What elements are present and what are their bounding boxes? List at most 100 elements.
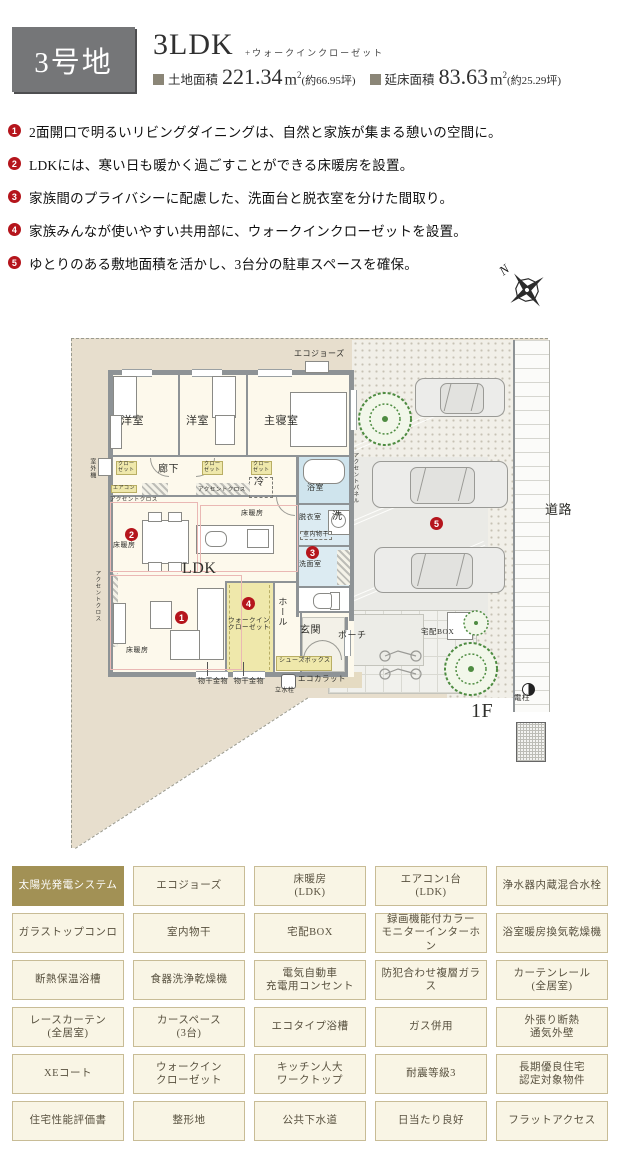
land-area-square-icon xyxy=(153,74,164,85)
wall-genkan-left xyxy=(300,613,302,672)
plan-label: 立水栓 xyxy=(275,688,295,694)
sofa-back xyxy=(197,588,224,660)
plot-number: 3号地 xyxy=(34,46,113,79)
wall-bottom xyxy=(108,672,348,677)
ecojoze-unit xyxy=(305,361,329,373)
plan-number-badge: 1 xyxy=(175,611,188,624)
land-area-label: 土地面積 xyxy=(168,73,219,87)
wall-top xyxy=(108,370,354,375)
plan-label: 物干金物 xyxy=(234,677,264,685)
feature-number-badge: 2 xyxy=(8,157,21,170)
plan-label: 洋室 xyxy=(121,415,144,427)
floor-heating-zone xyxy=(110,502,198,572)
feature-text: 家族みんなが使いやすい共用部に、ウォークインクローゼットを設置。 xyxy=(29,223,467,239)
area-line: 土地面積 221.34 m2 (約66.95坪) 延床面積 83.63 m2 (… xyxy=(153,64,561,90)
chair xyxy=(148,512,162,522)
feature-tag: エコジョーズ xyxy=(133,866,245,906)
feature-tag: ガラストップコンロ xyxy=(12,913,124,953)
compass-icon xyxy=(510,273,544,307)
feature-text: 2面開口で明るいリビングダイニングは、自然と家族が集まる憩いの空間に。 xyxy=(29,124,502,140)
bed-single xyxy=(113,376,137,418)
plan-label: 室内物干 xyxy=(300,531,333,540)
plan-number-badge: 3 xyxy=(306,546,319,559)
floor-area-value: 83.63 xyxy=(438,64,489,89)
plan-label: ポーチ xyxy=(338,630,367,640)
feature-tag: ガス併用 xyxy=(375,1007,487,1047)
water-tap xyxy=(281,674,296,689)
plan-label: アクセントパネル xyxy=(352,452,359,504)
plan-label: 主寝室 xyxy=(264,415,299,427)
kitchen-sink xyxy=(205,531,227,547)
feature-tag: カースペース (3台) xyxy=(133,1007,245,1047)
plan-suffix: +ウォークインクローゼット xyxy=(245,48,385,58)
wall-bath2 xyxy=(298,545,352,547)
pole-base-hatch xyxy=(516,722,546,762)
floor-heating-zone xyxy=(110,575,242,670)
laundry-hook-mark xyxy=(243,662,244,676)
feature-number-badge: 1 xyxy=(8,124,21,137)
feature-tag: 太陽光発電システム xyxy=(12,866,124,906)
desk xyxy=(110,415,122,449)
feature-number-badge: 3 xyxy=(8,190,21,203)
feature-tag: カーテンレール (全居室) xyxy=(496,960,608,1000)
plan-label: 玄関 xyxy=(300,625,321,636)
wall-wic-right xyxy=(273,581,275,672)
wall-wc-bottom xyxy=(298,611,352,613)
floor-heating-zone xyxy=(200,505,298,572)
vanity-counter xyxy=(337,550,350,585)
bed-double xyxy=(290,392,347,447)
plan-label: アクセントクロス xyxy=(94,570,101,622)
land-area-tsubo: (約66.95坪) xyxy=(301,75,356,87)
feature-tag: 日当たり良好 xyxy=(375,1101,487,1141)
wall-wic-left xyxy=(225,581,227,672)
plan-label: 宅配BOX xyxy=(421,627,455,636)
feature-tag: 長期優良住宅 認定対象物件 xyxy=(496,1054,608,1094)
feature-tag: 整形地 xyxy=(133,1101,245,1141)
wic-shelf xyxy=(229,585,230,670)
plan-label: 電柱 xyxy=(514,693,530,702)
feature-number-badge: 4 xyxy=(8,223,21,236)
wall-bath1 xyxy=(298,503,352,505)
plan-label: 床暖房 xyxy=(113,541,136,549)
feature-item: 4 家族みんなが使いやすい共用部に、ウォークインクローゼットを設置。 xyxy=(8,213,616,246)
dining-table xyxy=(142,520,189,564)
feature-tag: エアコン1台 (LDK) xyxy=(375,866,487,906)
feature-number-badge: 5 xyxy=(8,256,21,269)
window xyxy=(196,671,228,679)
accent-cloth-strip xyxy=(142,483,168,495)
plan-label: アクセントクロス xyxy=(198,487,246,493)
feature-tag: レースカーテン (全居室) xyxy=(12,1007,124,1047)
stove xyxy=(247,529,269,548)
site-plan: N 洋室洋室主寝室廊下冷浴室脱衣室洗室内物干洗面室ホール玄関ポーチシューズボック… xyxy=(71,261,572,849)
feature-tag: 防犯合わせ複層ガラス xyxy=(375,960,487,1000)
bed-single xyxy=(212,376,236,418)
tree-icon-small xyxy=(463,610,489,636)
feature-tag: 床暖房 (LDK) xyxy=(254,866,366,906)
window xyxy=(122,369,152,377)
tree-icon xyxy=(358,392,412,446)
car xyxy=(415,378,505,417)
car xyxy=(374,547,505,593)
utility-pole-icon xyxy=(522,683,535,696)
plan-label: クロー ゼット xyxy=(251,461,272,475)
washer-drum xyxy=(331,513,346,528)
plan-label: 洋室 xyxy=(186,415,209,427)
feature-tag: 室内物干 xyxy=(133,913,245,953)
plot-border-top xyxy=(71,338,548,339)
plan-label: アクセントクロス xyxy=(110,497,158,503)
floor-area-square-icon xyxy=(369,74,381,85)
window xyxy=(258,369,292,377)
wall-right xyxy=(349,370,354,621)
wall-corridor-bottom xyxy=(108,495,298,497)
feature-tag: エコタイプ浴槽 xyxy=(254,1007,366,1047)
bicycle-icons xyxy=(379,650,422,680)
plan-number-badge: 5 xyxy=(430,517,443,530)
floor-area-tsubo: (約25.29坪) xyxy=(507,75,562,87)
plan-label: 廊下 xyxy=(158,464,179,475)
plan-label: 物干金物 xyxy=(198,677,228,685)
plan-label: 床暖房 xyxy=(241,509,264,517)
window xyxy=(233,671,265,679)
plan-label: クロー ゼット xyxy=(116,461,137,475)
